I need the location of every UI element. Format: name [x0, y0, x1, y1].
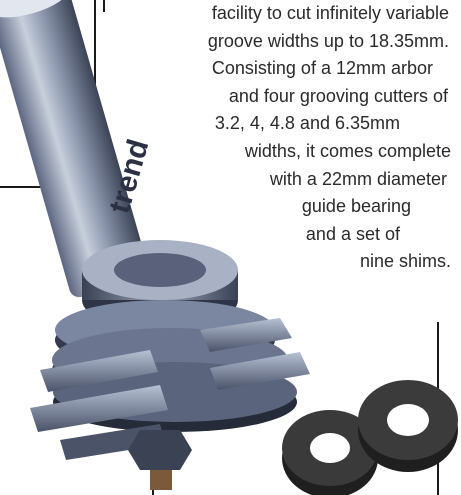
top-center-rule [103, 0, 105, 12]
article-line: guide bearing [301, 196, 411, 217]
article-body: facility to cut infinitely variable groo… [95, 0, 455, 276]
carbide-blades [30, 318, 310, 460]
article-line: widths, it comes complete [244, 140, 451, 161]
article-line: groove widths up to 18.35mm. [207, 30, 449, 51]
nut [128, 430, 192, 490]
article-line: with a 22mm diameter [269, 168, 447, 189]
bearing [82, 240, 238, 330]
article-line: nine shims. [359, 251, 451, 272]
article-line: and four grooving cutters of [228, 85, 448, 106]
article-line: and a set of [305, 223, 400, 244]
article-line: Consisting of a 12mm arbor [211, 58, 433, 79]
article-line: 3.2, 4, 4.8 and 6.35mm [214, 113, 400, 134]
article-line: facility to cut infinitely variable [211, 3, 449, 23]
shim-rings [282, 380, 458, 495]
shank [0, 0, 149, 298]
